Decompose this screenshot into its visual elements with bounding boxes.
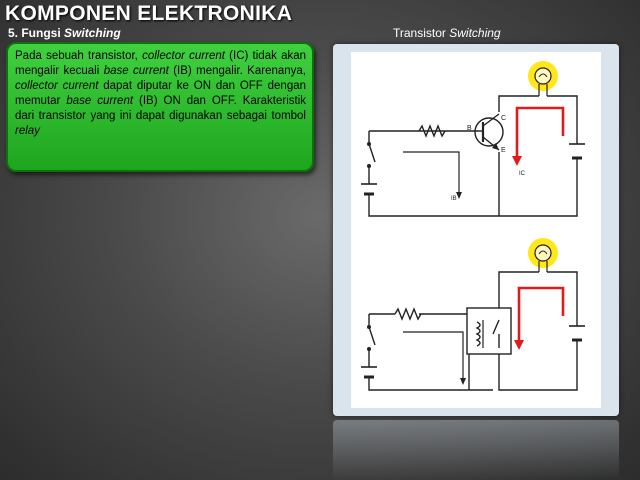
label-ic: IC xyxy=(519,171,526,177)
circuit-diagram: B C E IB IC xyxy=(351,52,601,408)
relay-switch-contact-1 xyxy=(367,325,371,329)
label-emitter: E xyxy=(501,147,506,154)
relay-contact-wire xyxy=(498,271,539,320)
relay-supply-wire-bottom xyxy=(498,340,578,391)
relay-switch-contact-2 xyxy=(367,347,371,351)
relay-resistor xyxy=(394,307,422,321)
relay-return-wire xyxy=(368,377,493,391)
subtitle-italic: Switching xyxy=(64,26,121,40)
relay-symbol xyxy=(466,307,512,355)
base-resistor xyxy=(418,124,446,138)
caption-prefix: Transistor xyxy=(393,26,450,40)
explanation-textbox: Pada sebuah transistor, collector curren… xyxy=(6,42,314,172)
collector-current-arrow xyxy=(515,106,565,156)
slide-title: KOMPONEN ELEKTRONIKA xyxy=(5,2,293,25)
top-circuit xyxy=(368,95,578,217)
supply-wire-top xyxy=(547,95,578,144)
figure-caption: Transistor Switching xyxy=(393,26,501,40)
collector-current-arrowhead xyxy=(512,156,522,166)
para-text-4: dapat diputar ke ON dan OFF dengan memut… xyxy=(15,80,307,107)
para-text-1: Pada sebuah transistor, xyxy=(15,50,143,62)
subtitle-prefix: 5. Fungsi xyxy=(8,26,65,40)
para-italic-2: base current xyxy=(103,65,169,77)
base-return-wire xyxy=(368,194,499,217)
lamp-top xyxy=(528,61,558,96)
para-italic-3: collector current xyxy=(15,80,99,92)
label-collector: C xyxy=(501,115,506,122)
base-current-arrowhead xyxy=(456,192,462,199)
para-italic-1: collector current xyxy=(142,50,225,62)
para-italic-5: relay xyxy=(15,125,40,137)
lamp-bottom xyxy=(528,238,558,272)
relay-base-current-arrowhead xyxy=(460,378,466,385)
caption-italic: Switching xyxy=(449,26,501,40)
switch-contact-1 xyxy=(367,142,371,146)
para-italic-4: base current xyxy=(66,95,134,107)
relay-current-arrowhead xyxy=(514,340,524,350)
relay-supply-wire-top xyxy=(547,271,578,326)
transistor-symbol xyxy=(474,113,504,151)
collector-wire xyxy=(498,95,539,112)
label-ib: IB xyxy=(451,196,457,202)
relay-switch-blade xyxy=(368,326,376,346)
circuit-panel: B C E IB IC xyxy=(333,44,619,416)
panel-reflection xyxy=(333,420,619,480)
para-text-2: (IC) tidak akan mengalir kecuali xyxy=(15,50,306,77)
switch-blade-1 xyxy=(368,143,376,163)
slide-subtitle: 5. Fungsi Switching xyxy=(8,26,121,40)
base-current-arrow xyxy=(403,151,460,192)
label-base: B xyxy=(467,125,472,132)
para-text-5: (IB) ON dan OFF. Karakteristik dari tran… xyxy=(15,95,306,122)
relay-current-arrow xyxy=(517,286,565,340)
relay-base-current-arrow xyxy=(403,331,464,378)
para-text-3: (IB) mengalir. Karenanya, xyxy=(168,65,306,77)
switch-contact-2 xyxy=(367,164,371,168)
supply-wire-bottom xyxy=(499,158,578,217)
